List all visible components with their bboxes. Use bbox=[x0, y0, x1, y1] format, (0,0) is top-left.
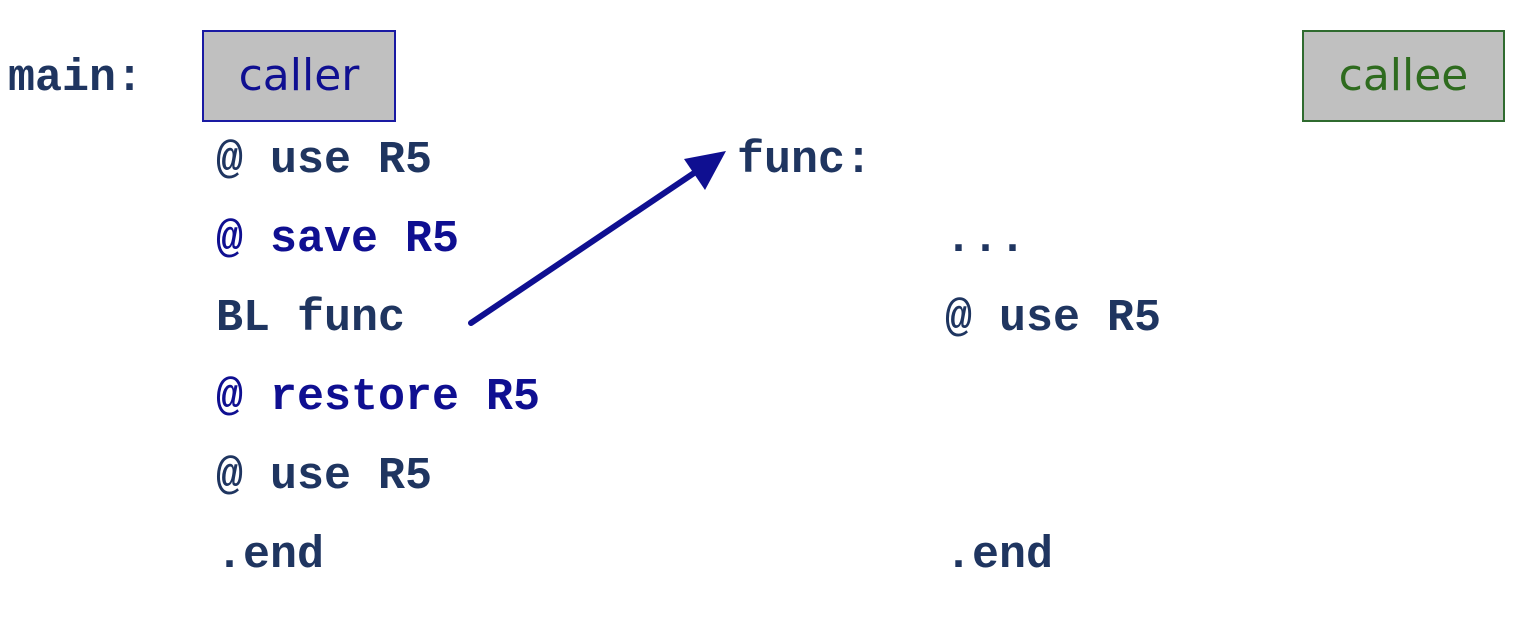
caller-line-bl-func: BL func bbox=[216, 293, 406, 344]
caller-line-use-r5-after: @ use R5 bbox=[216, 451, 433, 502]
caller-tag: caller bbox=[202, 30, 396, 122]
callee-tag: callee bbox=[1302, 30, 1505, 122]
callee-line-ellipsis: ... bbox=[945, 214, 1027, 265]
caller-line-end: .end bbox=[216, 530, 325, 581]
caller-line-use-r5: @ use R5 bbox=[216, 135, 433, 186]
caller-line-restore-r5: @ restore R5 bbox=[216, 372, 541, 423]
call-arrow-shaft bbox=[468, 166, 703, 326]
callee-line-end: .end bbox=[945, 530, 1054, 581]
callee-line-use-r5: @ use R5 bbox=[945, 293, 1162, 344]
caller-line-save-r5: @ save R5 bbox=[216, 214, 460, 265]
call-arrow-head bbox=[684, 151, 726, 190]
main-label: main: bbox=[8, 53, 144, 104]
func-label: func: bbox=[737, 135, 873, 186]
